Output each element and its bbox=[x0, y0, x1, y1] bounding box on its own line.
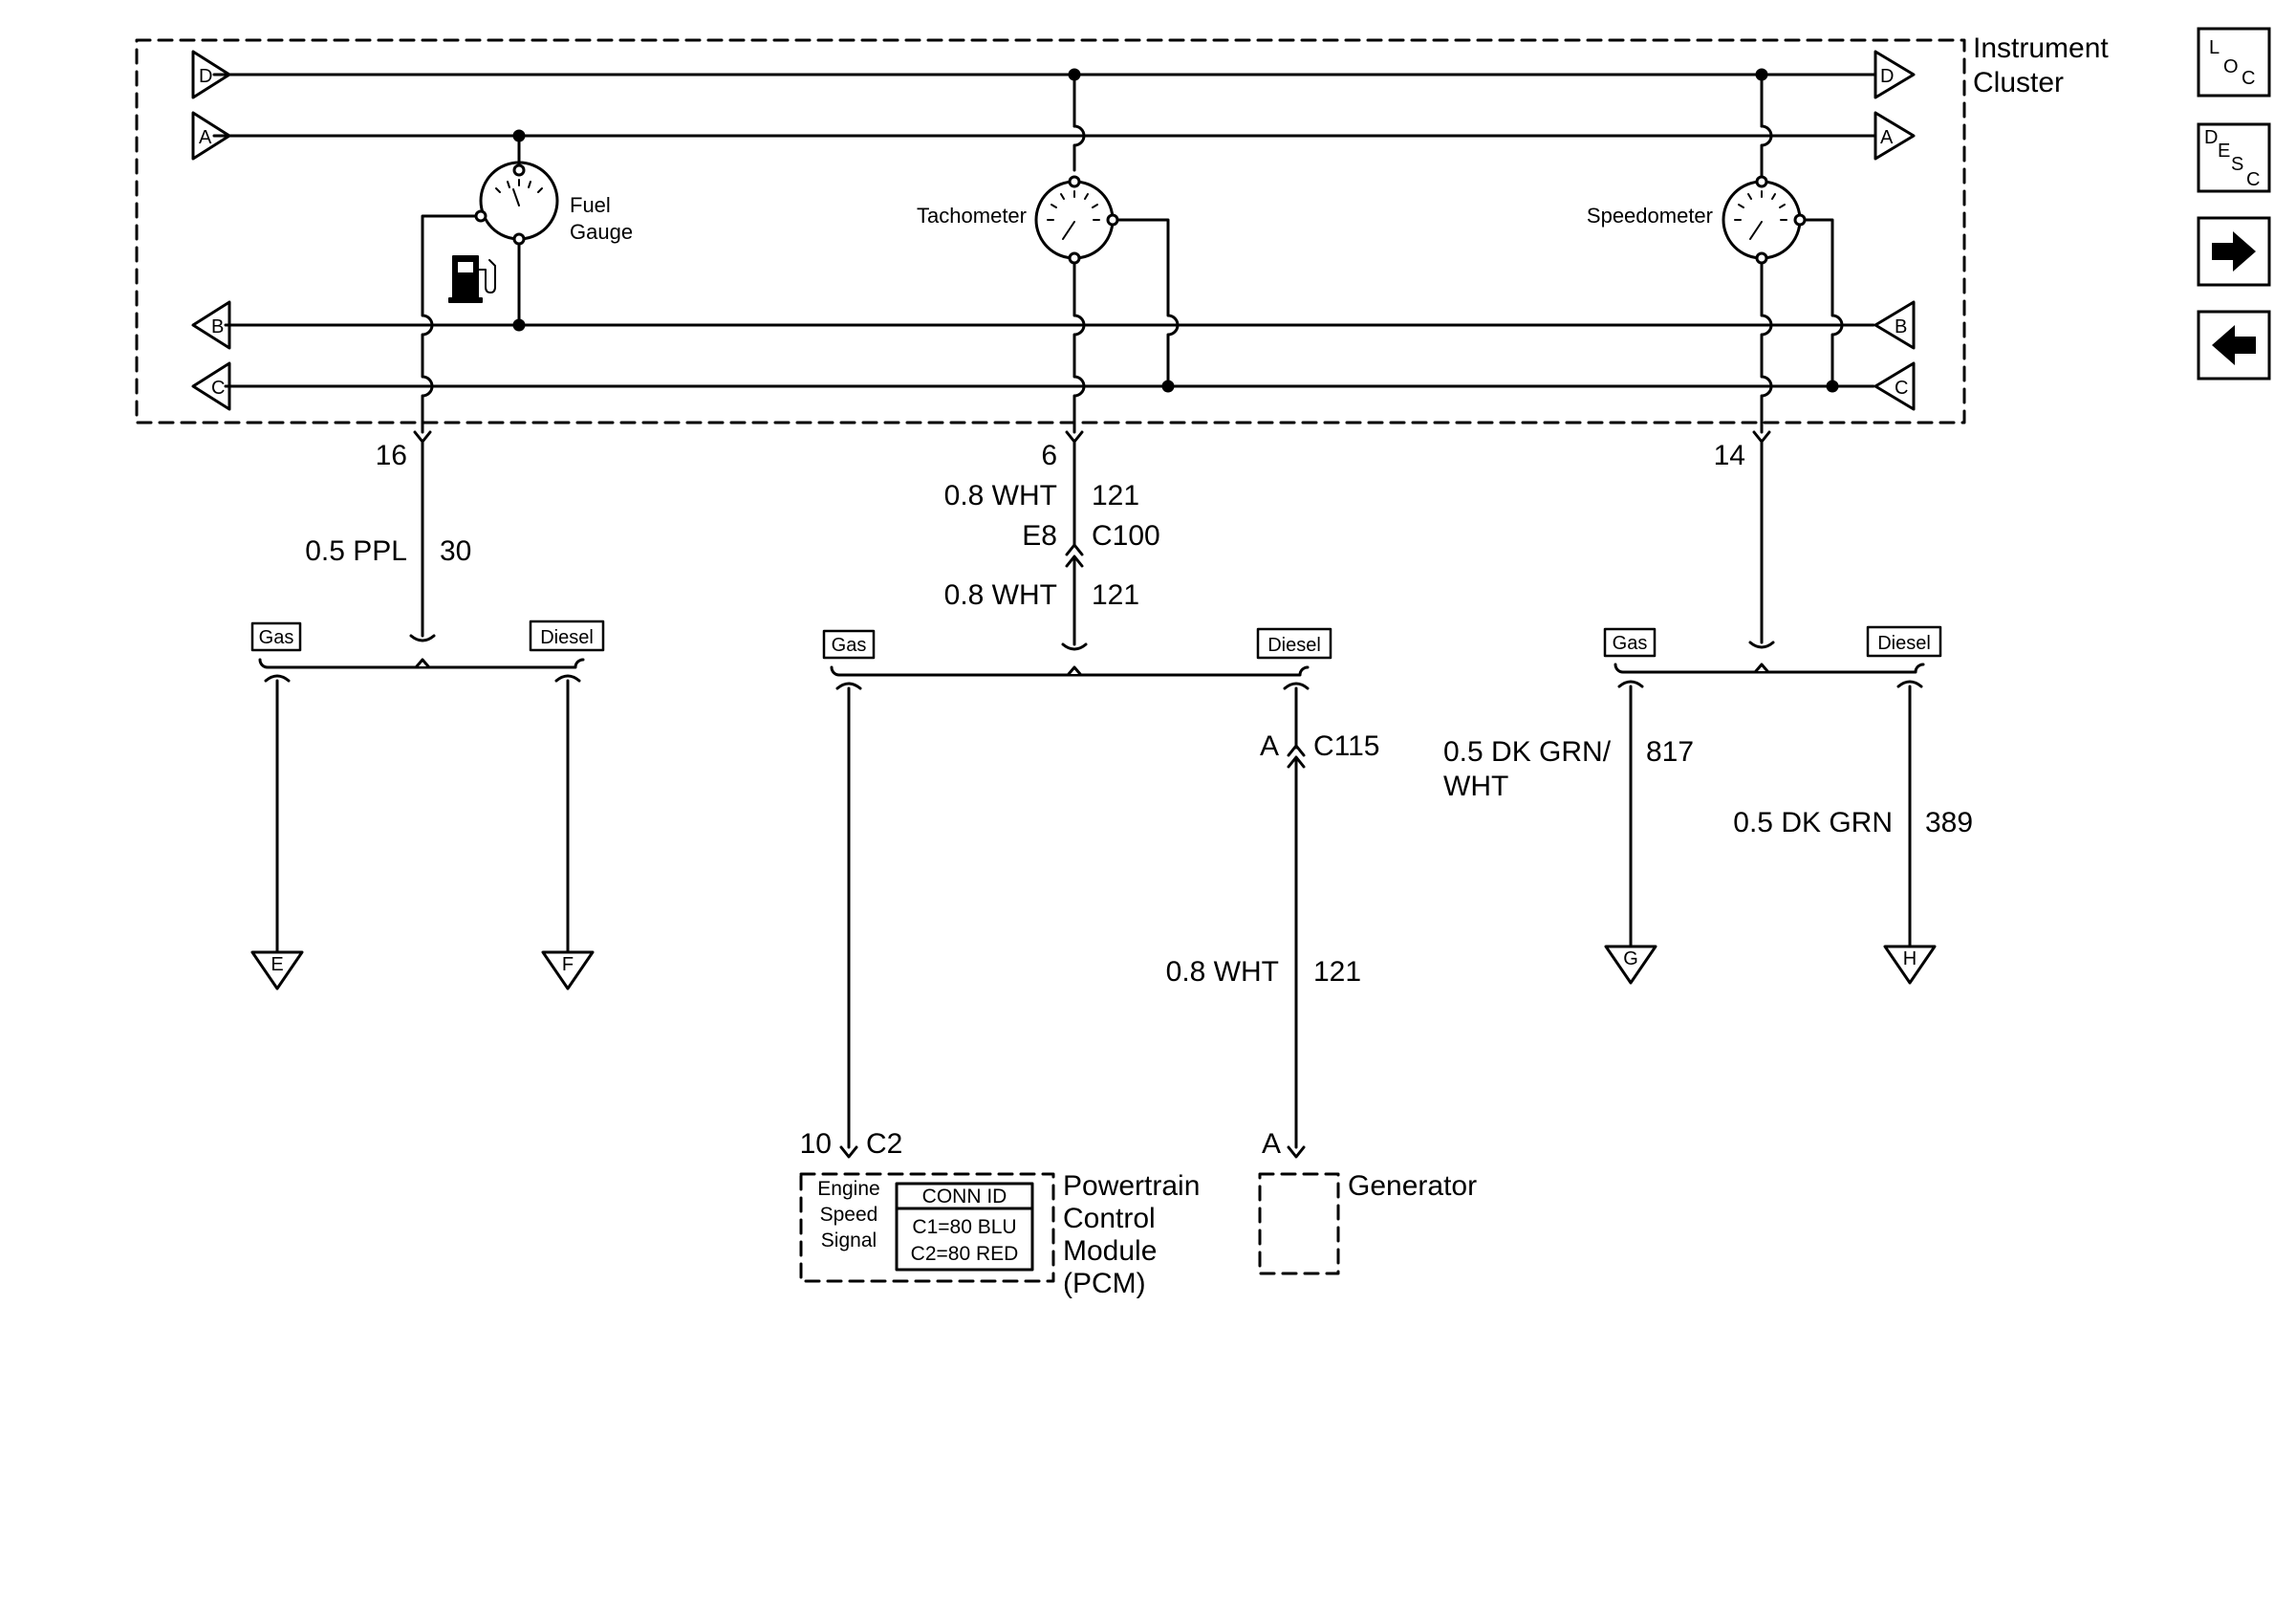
fuel-wire-color: 0.5 PPL bbox=[305, 535, 407, 567]
pcm-conn-id: CONN ID bbox=[922, 1186, 1007, 1208]
svg-text:O: O bbox=[2223, 56, 2239, 77]
pcm-boundary bbox=[799, 1172, 1055, 1283]
offpage-f-label: F bbox=[562, 954, 574, 975]
offpage-f-triangle bbox=[541, 950, 595, 990]
tach-pin-number: 6 bbox=[1041, 440, 1057, 471]
speedo-diesel-label: Diesel bbox=[1877, 633, 1931, 654]
fuel-pin-number: 16 bbox=[376, 440, 407, 471]
offpage-h-label: H bbox=[1903, 948, 1917, 969]
speedo-gas-box bbox=[1603, 627, 1657, 658]
generator-label: Generator bbox=[1348, 1170, 1477, 1202]
speedometer-label: Speedometer bbox=[1587, 204, 1713, 228]
fuel-gauge-label-line2: Gauge bbox=[570, 220, 633, 244]
tach-wire-lower: 0.8 WHT bbox=[944, 579, 1057, 611]
pcm-signal-label: Engine bbox=[817, 1178, 879, 1200]
offpage-g-label: G bbox=[1623, 948, 1638, 969]
tachometer-label: Tachometer bbox=[917, 204, 1027, 228]
speedo-pin-number: 14 bbox=[1714, 440, 1745, 471]
tach-circuit-upper: 121 bbox=[1092, 480, 1139, 511]
cluster-title: Instrument bbox=[1973, 33, 2109, 64]
svg-text:S: S bbox=[2231, 154, 2243, 175]
arrow-right-icon bbox=[2212, 231, 2256, 272]
tach-circuit-lower: 121 bbox=[1092, 579, 1139, 611]
bus-c-left-connector bbox=[191, 361, 231, 411]
fuel-gas-box bbox=[250, 621, 302, 652]
bus-b-right-label: B bbox=[1895, 316, 1907, 337]
speedo-gas-wire-line2: WHT bbox=[1443, 771, 1508, 802]
speedo-diesel-wire: 0.5 DK GRN bbox=[1733, 807, 1893, 838]
gen-circuit-number: 121 bbox=[1313, 956, 1361, 988]
bus-b-left-connector bbox=[191, 300, 231, 350]
bus-a-right-label: A bbox=[1880, 127, 1894, 148]
next-arrow-button[interactable] bbox=[2197, 216, 2271, 287]
bus-d-left-label: D bbox=[199, 66, 212, 87]
pcm-signal-label-line2: Speed bbox=[820, 1204, 878, 1226]
bus-c-right-label: C bbox=[1895, 378, 1908, 399]
pcm-pin-number: 10 bbox=[800, 1128, 832, 1160]
generator-pin: A bbox=[1262, 1128, 1281, 1160]
fuel-circuit-number: 30 bbox=[440, 535, 471, 567]
pcm-name: Powertrain bbox=[1063, 1170, 1200, 1202]
bus-c-right-connector bbox=[1874, 361, 1916, 411]
fuel-gauge-label: Fuel bbox=[570, 193, 611, 217]
c115-connector: C115 bbox=[1313, 730, 1380, 762]
pcm-connector: C2 bbox=[866, 1128, 902, 1160]
speedo-diesel-box bbox=[1866, 625, 1942, 658]
speedo-branch-bus bbox=[1614, 663, 1925, 674]
tach-diesel-box bbox=[1256, 627, 1332, 660]
bus-a-right-connector bbox=[1874, 111, 1916, 161]
fuel-branch-bus bbox=[258, 658, 585, 669]
bus-d-right-label: D bbox=[1880, 66, 1894, 87]
arrow-left-icon bbox=[2212, 325, 2256, 365]
c100-connector: C100 bbox=[1092, 520, 1160, 552]
bus-b-right-connector bbox=[1874, 300, 1916, 350]
speedo-gas-label: Gas bbox=[1613, 633, 1648, 654]
pcm-name-line2: Control bbox=[1063, 1203, 1156, 1234]
tach-gas-label: Gas bbox=[832, 635, 867, 656]
fuel-diesel-box bbox=[529, 620, 605, 652]
generator-boundary bbox=[1258, 1172, 1340, 1275]
fuel-gas-label: Gas bbox=[259, 627, 294, 648]
pcm-name-line3: Module bbox=[1063, 1235, 1157, 1267]
pcm-conn-id-box bbox=[895, 1182, 1034, 1272]
svg-text:L: L bbox=[2209, 37, 2220, 58]
pcm-signal-label-line3: Signal bbox=[821, 1229, 877, 1251]
prev-arrow-button[interactable] bbox=[2197, 310, 2271, 381]
offpage-e-triangle bbox=[250, 950, 304, 990]
fuel-pump-icon bbox=[448, 255, 496, 303]
speedo-gas-wire: 0.5 DK GRN/ bbox=[1443, 736, 1612, 768]
c115-pin: A bbox=[1260, 730, 1279, 762]
offpage-e-label: E bbox=[271, 954, 283, 975]
fuel-diesel-label: Diesel bbox=[540, 627, 594, 648]
bus-a-left-connector bbox=[191, 111, 231, 161]
svg-text:E: E bbox=[2218, 141, 2230, 162]
bus-a-left-label: A bbox=[199, 127, 212, 148]
loc-button[interactable]: L O C bbox=[2197, 27, 2271, 98]
svg-text:D: D bbox=[2204, 127, 2218, 148]
c100-pin: E8 bbox=[1022, 520, 1057, 552]
svg-text:C: C bbox=[2246, 169, 2260, 190]
tach-wire-upper: 0.8 WHT bbox=[944, 480, 1057, 511]
svg-text:C: C bbox=[2242, 68, 2255, 89]
pcm-c2: C2=80 RED bbox=[911, 1243, 1019, 1265]
speedo-gas-circuit: 817 bbox=[1646, 736, 1694, 768]
tach-gas-box bbox=[822, 629, 876, 660]
instrument-cluster-boundary bbox=[135, 38, 1966, 424]
bus-b-left-label: B bbox=[211, 316, 224, 337]
bus-c-left-label: C bbox=[211, 378, 225, 399]
pcm-name-line4: (PCM) bbox=[1063, 1268, 1146, 1299]
offpage-g-triangle bbox=[1604, 945, 1657, 985]
cluster-title-line2: Cluster bbox=[1973, 67, 2064, 98]
gen-wire-color: 0.8 WHT bbox=[1166, 956, 1279, 988]
desc-button[interactable]: D E S C bbox=[2197, 122, 2271, 193]
speedo-diesel-circuit: 389 bbox=[1925, 807, 1973, 838]
offpage-h-triangle bbox=[1883, 945, 1937, 985]
pcm-c1: C1=80 BLU bbox=[912, 1216, 1016, 1238]
bus-d-left-connector bbox=[191, 50, 231, 99]
tach-diesel-label: Diesel bbox=[1267, 635, 1321, 656]
bus-d-right-connector bbox=[1874, 50, 1916, 99]
